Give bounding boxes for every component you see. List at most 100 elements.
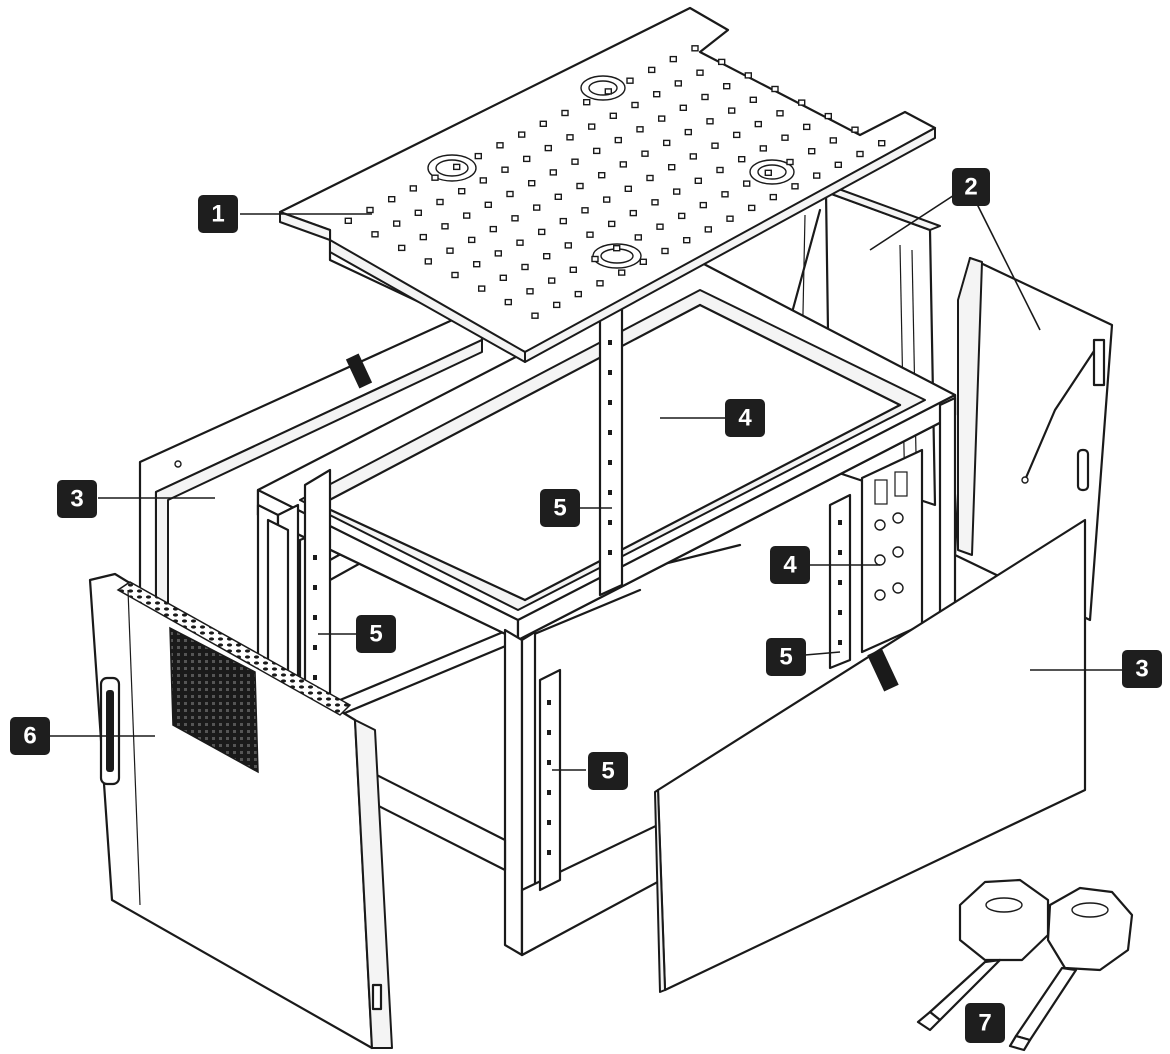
perforation [554,193,562,201]
perforation [543,252,551,260]
perforation [803,123,811,131]
perforation [653,90,661,98]
perforation [388,195,396,203]
perforation [718,58,726,66]
perforation [463,212,471,219]
perforation [414,209,422,217]
perforation [614,136,622,144]
perforation [523,155,531,163]
perforation [441,223,449,230]
perforation [808,147,816,155]
perforation [436,198,444,206]
perforation [663,139,671,147]
callout-4-back-label: 4 [738,405,752,432]
perforation [526,288,534,295]
perforation [629,209,637,217]
perforation [473,261,481,268]
perforation [559,217,567,225]
perforation [581,207,589,214]
perforation [576,182,584,190]
perforation [608,220,616,228]
perforation [641,150,649,157]
callout-3-right: 3 [1122,650,1162,688]
callout-3-left: 3 [57,480,97,518]
perforation [409,185,417,192]
perforation [721,191,729,198]
perforation [489,225,497,233]
perforation [538,228,546,236]
perforation [684,128,692,136]
perforation [781,134,789,141]
callout-1: 1 [198,195,238,233]
perforation [656,223,664,230]
perforation [704,226,712,233]
perforation [496,142,504,149]
perforation [511,215,519,222]
perforation [446,247,454,254]
perforation [733,131,741,139]
callout-2-label: 2 [964,174,977,201]
callout-3-right-label: 3 [1135,656,1148,683]
perforation [744,72,752,79]
perforation [553,301,561,309]
perforation [651,199,659,206]
callout-6-label: 6 [23,723,36,750]
callout-7-label: 7 [978,1010,991,1037]
perforation [749,96,757,104]
perforation [776,110,784,117]
callout-5-right-label: 5 [779,644,792,671]
perforation [851,126,859,133]
perforation [484,201,492,209]
perforation [723,82,731,90]
perforation [431,174,439,181]
perforation [769,193,777,201]
callout-3-left-label: 3 [70,486,83,513]
perforation [669,55,677,63]
perforation [451,271,459,279]
perforation [593,147,601,155]
callout-4-back: 4 [725,399,765,437]
perforation [798,99,806,106]
rail-holes [313,340,842,855]
perforation [696,69,704,76]
callout-7: 7 [965,1003,1005,1043]
perforation [494,250,502,257]
perforation [813,172,821,179]
perforation [574,290,582,298]
perforation [673,188,681,195]
callout-6: 6 [10,717,50,755]
perforation [453,163,461,171]
perforation [586,231,594,238]
perforation [726,215,734,222]
perforation [499,274,507,281]
perforation [501,166,509,173]
perforation [678,212,686,220]
perforation [674,80,682,87]
callout-4-side: 4 [770,546,810,584]
callout-2: 2 [952,168,990,206]
perforation [398,244,406,252]
perforation [591,255,599,263]
front-door [88,572,393,1050]
perforation [393,220,401,227]
callout-5-center: 5 [540,489,580,527]
perforation [569,266,577,273]
perforation [711,142,719,149]
right-side-panel [654,518,1087,993]
top-cover-perforations [344,45,886,319]
side-rack-rail [860,448,924,654]
perforation [829,137,837,144]
perforation [474,152,482,160]
perforation [771,85,779,93]
perforation [648,66,656,74]
perforation [583,98,591,106]
perforation [786,158,794,166]
perforation [548,277,556,284]
perforation [743,180,751,187]
perforation [366,206,374,214]
perforation [344,217,352,225]
perforation [834,161,842,169]
perforation [639,258,647,265]
perforation [646,174,654,182]
